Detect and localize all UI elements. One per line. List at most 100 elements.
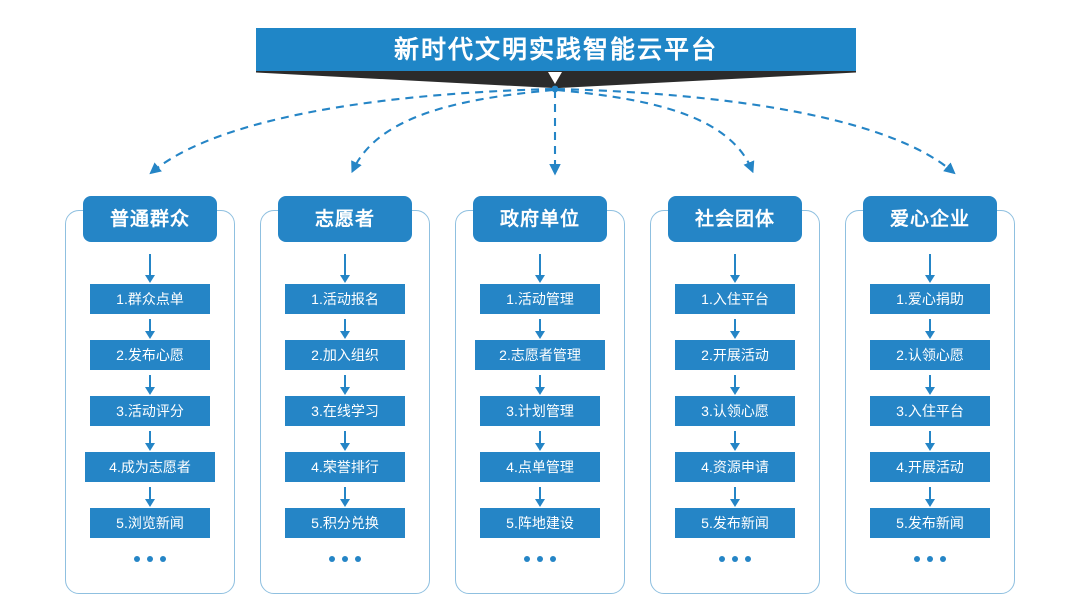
- item-label: 1.入住平台: [701, 291, 769, 307]
- item-label: 1.爱心捐助: [896, 291, 964, 307]
- column-items-5: 1.爱心捐助 2.认领心愿 3.入住平台 4.开展活动 5.发布新闻: [845, 254, 1015, 562]
- more-items-ellipsis[interactable]: [134, 556, 166, 562]
- dot-icon: [745, 556, 751, 562]
- list-item[interactable]: 5.发布新闻: [870, 508, 990, 538]
- list-item[interactable]: 3.活动评分: [90, 396, 210, 426]
- column-header-label: 爱心企业: [889, 208, 970, 230]
- down-arrow-icon: [344, 431, 346, 444]
- list-item[interactable]: 4.点单管理: [480, 452, 600, 482]
- dot-icon: [719, 556, 725, 562]
- more-items-ellipsis[interactable]: [719, 556, 751, 562]
- down-arrow-icon: [344, 375, 346, 388]
- item-label: 4.荣誉排行: [311, 459, 379, 475]
- list-item[interactable]: 5.阵地建设: [480, 508, 600, 538]
- column-header-label: 志愿者: [314, 208, 375, 230]
- connector-to-column-4: [556, 88, 755, 174]
- banner-bar: 新时代文明实践智能云平台: [256, 28, 856, 72]
- list-item[interactable]: 1.活动报名: [285, 284, 405, 314]
- down-arrow-icon: [149, 254, 151, 276]
- item-label: 5.发布新闻: [701, 515, 769, 531]
- item-label: 5.发布新闻: [896, 515, 964, 531]
- role-column-shehuituanti: 社会团体 1.入住平台 2.开展活动 3.认领心愿 4.资源申请: [650, 196, 820, 594]
- item-label: 2.认领心愿: [896, 347, 964, 363]
- dot-icon: [134, 556, 140, 562]
- dot-icon: [524, 556, 530, 562]
- more-items-ellipsis[interactable]: [914, 556, 946, 562]
- more-items-ellipsis[interactable]: [524, 556, 556, 562]
- column-header-5[interactable]: 爱心企业: [863, 196, 997, 242]
- item-label: 4.成为志愿者: [109, 459, 191, 475]
- list-item[interactable]: 5.积分兑换: [285, 508, 405, 538]
- list-item[interactable]: 1.群众点单: [90, 284, 210, 314]
- role-column-putongqunzhong: 普通群众 1.群众点单 2.发布心愿 3.活动评分 4.成为志愿者: [65, 196, 235, 594]
- role-column-aixinqiye: 爱心企业 1.爱心捐助 2.认领心愿 3.入住平台 4.开展活动: [845, 196, 1015, 594]
- list-item[interactable]: 2.志愿者管理: [475, 340, 605, 370]
- column-items-2: 1.活动报名 2.加入组织 3.在线学习 4.荣誉排行 5.积分兑换: [260, 254, 430, 562]
- list-item[interactable]: 5.发布新闻: [675, 508, 795, 538]
- column-header-2[interactable]: 志愿者: [278, 196, 412, 242]
- down-arrow-icon: [929, 375, 931, 388]
- list-item[interactable]: 4.开展活动: [870, 452, 990, 482]
- list-item[interactable]: 4.成为志愿者: [85, 452, 215, 482]
- item-label: 4.点单管理: [506, 459, 574, 475]
- down-arrow-icon: [734, 487, 736, 500]
- list-item[interactable]: 3.入住平台: [870, 396, 990, 426]
- list-item[interactable]: 2.发布心愿: [90, 340, 210, 370]
- column-header-3[interactable]: 政府单位: [473, 196, 607, 242]
- item-label: 2.加入组织: [311, 347, 379, 363]
- item-label: 3.认领心愿: [701, 403, 769, 419]
- item-label: 1.活动管理: [506, 291, 574, 307]
- list-item[interactable]: 4.荣誉排行: [285, 452, 405, 482]
- down-arrow-icon: [149, 431, 151, 444]
- role-column-zhengfudanwei: 政府单位 1.活动管理 2.志愿者管理 3.计划管理 4.点单管理: [455, 196, 625, 594]
- down-arrow-icon: [149, 375, 151, 388]
- down-arrow-icon: [929, 487, 931, 500]
- list-item[interactable]: 3.认领心愿: [675, 396, 795, 426]
- role-column-zhiyuanzhe: 志愿者 1.活动报名 2.加入组织 3.在线学习 4.荣誉排行: [260, 196, 430, 594]
- column-header-label: 社会团体: [694, 208, 775, 230]
- column-header-4[interactable]: 社会团体: [668, 196, 802, 242]
- list-item[interactable]: 4.资源申请: [675, 452, 795, 482]
- down-arrow-icon: [734, 254, 736, 276]
- dot-icon: [329, 556, 335, 562]
- list-item[interactable]: 2.开展活动: [675, 340, 795, 370]
- down-arrow-icon: [929, 431, 931, 444]
- down-arrow-icon: [539, 319, 541, 332]
- down-arrow-icon: [344, 319, 346, 332]
- column-header-label: 政府单位: [499, 208, 580, 230]
- item-label: 3.活动评分: [116, 403, 184, 419]
- platform-title-banner: 新时代文明实践智能云平台: [256, 28, 856, 72]
- dot-icon: [550, 556, 556, 562]
- dot-icon: [342, 556, 348, 562]
- dot-icon: [355, 556, 361, 562]
- list-item[interactable]: 2.认领心愿: [870, 340, 990, 370]
- connector-to-column-1: [149, 87, 554, 175]
- down-arrow-icon: [344, 487, 346, 500]
- item-label: 3.在线学习: [311, 403, 379, 419]
- dot-icon: [147, 556, 153, 562]
- item-label: 3.入住平台: [896, 403, 964, 419]
- dot-icon: [160, 556, 166, 562]
- item-label: 1.活动报名: [311, 291, 379, 307]
- list-item[interactable]: 5.浏览新闻: [90, 508, 210, 538]
- connector-hub: [551, 85, 559, 93]
- column-header-label: 普通群众: [109, 208, 190, 230]
- down-arrow-icon: [734, 375, 736, 388]
- page-title: 新时代文明实践智能云平台: [393, 35, 718, 64]
- connector-to-column-2: [351, 88, 554, 174]
- item-label: 1.群众点单: [116, 291, 184, 307]
- dot-icon: [927, 556, 933, 562]
- list-item[interactable]: 3.计划管理: [480, 396, 600, 426]
- list-item[interactable]: 1.活动管理: [480, 284, 600, 314]
- list-item[interactable]: 1.爱心捐助: [870, 284, 990, 314]
- shadow-wedge-shape: [256, 71, 856, 88]
- list-item[interactable]: 1.入住平台: [675, 284, 795, 314]
- list-item[interactable]: 3.在线学习: [285, 396, 405, 426]
- column-header-1[interactable]: 普通群众: [83, 196, 217, 242]
- dot-icon: [732, 556, 738, 562]
- role-columns: 普通群众 1.群众点单 2.发布心愿 3.活动评分 4.成为志愿者: [0, 196, 1080, 596]
- more-items-ellipsis[interactable]: [329, 556, 361, 562]
- item-label: 5.浏览新闻: [116, 515, 184, 531]
- item-label: 5.阵地建设: [506, 515, 574, 531]
- list-item[interactable]: 2.加入组织: [285, 340, 405, 370]
